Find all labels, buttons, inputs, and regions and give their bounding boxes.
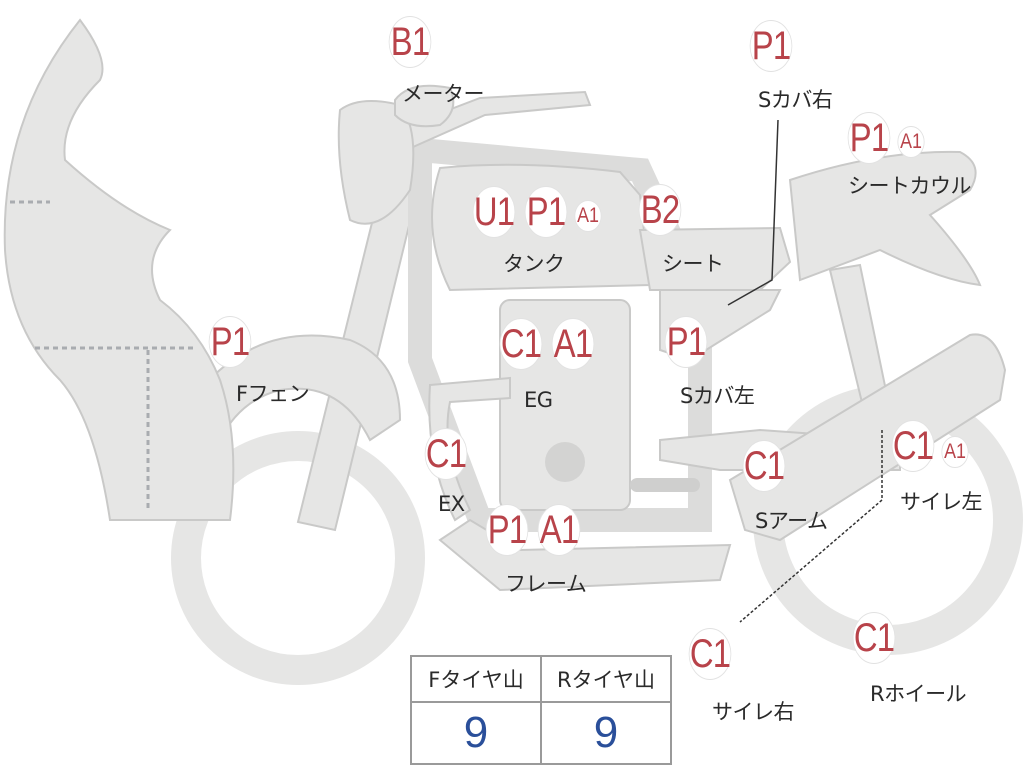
- tread-depth-table: Fタイヤ山 Rタイヤ山 9 9: [410, 655, 672, 765]
- badge-swingarm-code: C1: [742, 440, 786, 492]
- badge-engine-code: A1: [551, 318, 595, 370]
- label-tank: タンク: [503, 252, 565, 276]
- badge-ffender-code: P1: [208, 316, 252, 368]
- label-ffender: Fフェン: [236, 382, 310, 406]
- rear-tread-value: 9: [593, 708, 619, 757]
- label-swingarm: Sアーム: [755, 509, 828, 533]
- badge-frame-code: P1: [485, 504, 529, 556]
- front-tread-value: 9: [412, 701, 542, 765]
- badge-muffler-l-code: A1: [941, 436, 969, 468]
- leader-line-muffler: [739, 430, 883, 623]
- badge-scover-r-code: P1: [749, 20, 793, 72]
- badge-tank-code: A1: [574, 200, 602, 232]
- rear-tread-label: Rタイヤ山: [557, 668, 655, 692]
- muffler: [728, 333, 1007, 542]
- badge-seat-code: B2: [638, 184, 682, 236]
- label-engine: EG: [524, 388, 553, 412]
- badge-muffler-l-code: C1: [891, 420, 935, 472]
- badge-engine-code: C1: [499, 318, 543, 370]
- tread-table-values: 9 9: [412, 701, 670, 765]
- label-meter: メーター: [402, 82, 485, 106]
- seat: [638, 226, 792, 291]
- label-muffler-r: サイレ右: [712, 700, 795, 724]
- badge-muffler-r-code: C1: [688, 628, 732, 680]
- badge-rwheel-code: C1: [852, 612, 896, 664]
- seat-cowl: [788, 150, 982, 287]
- leader-line-scover-r: [727, 119, 779, 306]
- front-fender: [198, 334, 402, 443]
- frame-tube: [408, 136, 712, 532]
- badge-seat-cowl-code: A1: [897, 126, 925, 158]
- front-wheel: [171, 431, 425, 685]
- headlight: [337, 100, 415, 225]
- badge-seat-cowl-code: P1: [847, 112, 891, 164]
- badge-scover-l-code: P1: [664, 316, 708, 368]
- badge-meter-code: B1: [388, 16, 432, 68]
- fairing: [3, 18, 235, 521]
- lower-frame: [438, 518, 732, 592]
- label-muffler-l: サイレ左: [900, 490, 983, 514]
- foot-peg: [630, 478, 700, 492]
- badge-exhaust-code: C1: [424, 428, 468, 480]
- label-rwheel: Rホイール: [870, 682, 967, 706]
- tread-table-header: Fタイヤ山 Rタイヤ山: [412, 657, 670, 703]
- engine-cover: [545, 442, 585, 482]
- label-scover-r: Sカバ右: [758, 88, 833, 112]
- badge-tank-code: P1: [524, 186, 568, 238]
- label-scover-l: Sカバ左: [680, 384, 755, 408]
- meter-housing: [394, 84, 455, 128]
- label-frame: フレーム: [505, 572, 587, 596]
- badge-frame-code: A1: [537, 504, 581, 556]
- front-tread-label: Fタイヤ山: [412, 657, 542, 701]
- label-seat-cowl: シートカウル: [848, 174, 972, 198]
- badge-tank-code: U1: [472, 186, 516, 238]
- label-seat: シート: [662, 252, 724, 276]
- label-exhaust: EX: [438, 492, 465, 516]
